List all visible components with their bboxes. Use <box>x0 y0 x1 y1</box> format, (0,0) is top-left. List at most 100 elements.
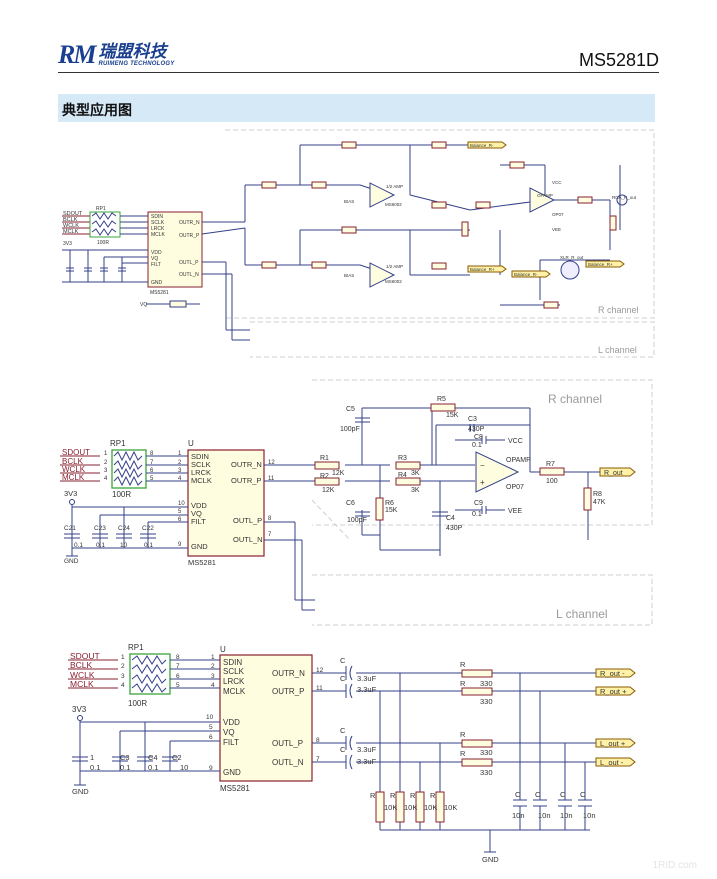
fig3-r1-label: R <box>460 660 466 669</box>
fig2-c9: C9 <box>474 500 483 507</box>
svg-text:6: 6 <box>178 517 182 523</box>
svg-text:4: 4 <box>104 476 108 482</box>
fig1-pin-sdin: SDIN <box>151 214 163 220</box>
svg-text:8: 8 <box>268 516 272 522</box>
fig1-chip-name: MS5281 <box>150 290 169 296</box>
fig2-pin-outl-n: OUTL_N <box>233 535 263 544</box>
fig2-c4-val: 430P <box>446 525 463 532</box>
fig2-r7-val: 100 <box>546 478 558 485</box>
fig3-cf1-val: 10n <box>512 811 525 820</box>
logo-chinese-name: 瑞盟科技 <box>98 41 167 62</box>
section-title: 典型应用图 <box>62 103 132 119</box>
fig2-pin-filt: FILT <box>191 517 206 526</box>
svg-text:8: 8 <box>316 737 320 744</box>
svg-text:7: 7 <box>150 460 154 466</box>
fig3-c1-label: C <box>340 656 346 665</box>
fig3-rp1-val: 10K <box>384 803 397 812</box>
svg-text:10: 10 <box>206 714 214 721</box>
fig1-pin-vdd: VDD <box>151 250 162 256</box>
fig3-r4-val: 330 <box>480 768 493 777</box>
fig2-input-bclk: BCLK <box>62 457 84 466</box>
fig3-out-r-minus: R_out - <box>600 669 625 678</box>
fig3-c4-val: 3.3uF <box>357 757 377 766</box>
fig2-r8-val: 47K <box>593 499 606 506</box>
fig3-c1-val: 3.3uF <box>357 674 377 683</box>
svg-text:2: 2 <box>178 460 182 466</box>
fig2-rp-label: RP1 <box>110 439 126 448</box>
fig2-cap-c23-val: 0.1 <box>96 542 105 549</box>
fig3-c2-val: 3.3uF <box>357 685 377 694</box>
fig3-cap-c4-val: 0.1 <box>148 763 158 772</box>
fig1-pin-outl-n: OUTL_N <box>179 272 199 278</box>
fig3-c4-label: C <box>340 745 346 754</box>
fig2-vcc: VCC <box>508 438 523 445</box>
fig3-input-mclk: MCLK <box>70 679 94 689</box>
fig3-pin-outr-n: OUTR_N <box>272 669 305 678</box>
fig3-c2-label: C <box>340 674 346 683</box>
fig3-cap-c3-val: 0.1 <box>120 763 130 772</box>
fig3-cap-c4: C4 <box>148 753 158 762</box>
fig1-ms6002-2: MS6002 <box>385 279 402 284</box>
fig2-r2-val: 12K <box>322 487 335 494</box>
svg-text:9: 9 <box>178 542 182 548</box>
fig3-chip-name: MS5281 <box>220 784 250 793</box>
svg-text:1: 1 <box>211 654 215 661</box>
fig1-l-channel-label: L channel <box>598 345 637 355</box>
header-divider <box>58 72 659 73</box>
fig1-rp-value: 100R <box>97 240 109 246</box>
fig2-cap-c23: C23 <box>94 525 106 532</box>
svg-text:5: 5 <box>150 476 154 482</box>
fig2-c8-val: 0.1 <box>472 442 482 449</box>
fig1-pin-outl-p: OUTL_P <box>179 260 199 266</box>
fig1-balance-r-minus-1: Balance_R- <box>470 143 494 148</box>
fig3-r3-val: 330 <box>480 748 493 757</box>
svg-text:3: 3 <box>211 673 215 680</box>
watermark: 1RID.com <box>652 860 697 871</box>
fig3-r4-label: R <box>460 749 466 758</box>
fig3-out-l-minus: L_out - <box>600 758 624 767</box>
fig2-chip-ref: U <box>188 439 194 448</box>
fig3-input-wclk: WCLK <box>70 670 95 680</box>
fig2-c9-val: 0.1 <box>472 511 482 518</box>
fig1-input-3: MCLK <box>63 229 79 235</box>
svg-text:−: − <box>480 461 485 470</box>
fig2-c8: C8 <box>474 434 483 441</box>
fig2-r-channel-label: R channel <box>548 392 602 406</box>
fig3-rp4-label: R <box>430 791 436 800</box>
fig1-pin-mclk: MCLK <box>151 232 166 238</box>
fig3-rp2-label: R <box>390 791 396 800</box>
fig3-r1-val: 330 <box>480 679 493 688</box>
svg-text:8: 8 <box>176 654 180 661</box>
fig2-r3-val: 3K <box>411 470 420 477</box>
fig2-rp-value: 100R <box>112 490 131 499</box>
fig2-pin-sclk: SCLK <box>191 460 211 469</box>
logo-mark: RM <box>58 40 96 69</box>
fig1-input-0: SDOUT <box>63 211 83 217</box>
fig2-c6-val: 100pF <box>347 517 367 524</box>
svg-text:3: 3 <box>104 468 108 474</box>
fig2-pin-outr-n: OUTR_N <box>231 460 262 469</box>
fig2-out-label: R_out <box>604 470 623 477</box>
fig1-balance-r-minus-2: Balance_R- <box>514 272 538 277</box>
fig3-pin-vq: VQ <box>223 728 235 737</box>
svg-text:+: + <box>480 478 485 487</box>
svg-text:6: 6 <box>209 734 213 741</box>
fig3-cap-c2: C2 <box>172 753 182 762</box>
fig2-pin-vq: VQ <box>191 509 202 518</box>
fig3-pin-mclk: MCLK <box>223 687 246 696</box>
fig1-input-2: WCLK <box>63 223 79 229</box>
fig3-cap-c2-val: 10 <box>180 763 188 772</box>
fig3-r2-val: 330 <box>480 697 493 706</box>
fig3-rp-value: 100R <box>128 699 147 708</box>
fig2-c6: C6 <box>346 500 355 507</box>
fig1-half-amp-2: 1/2 AMP <box>386 264 403 269</box>
fig1-vq-label: VQ <box>140 302 147 308</box>
fig3-cap-1-val: 0.1 <box>90 763 100 772</box>
fig3-pin-lrck: LRCK <box>223 677 245 686</box>
fig2-l-channel-label: L channel <box>556 607 608 621</box>
fig1-bias-1: BIAS <box>344 199 354 204</box>
fig1-pin-gnd: GND <box>151 280 163 286</box>
fig2-cap-c21-val: 0.1 <box>74 542 83 549</box>
fig3-gnd-bottom: GND <box>482 855 499 864</box>
